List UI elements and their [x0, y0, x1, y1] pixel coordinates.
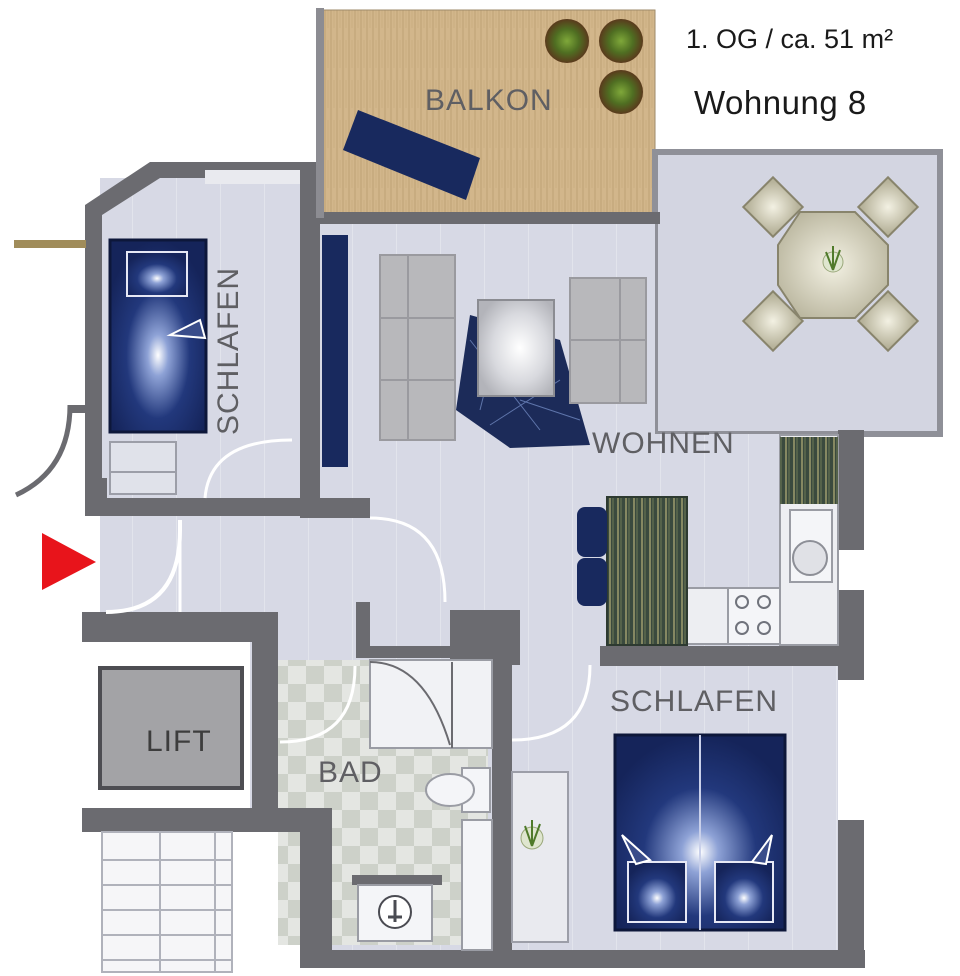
door-swing-schlafen-2: [511, 664, 592, 742]
door-swing-left: [14, 404, 73, 498]
wardrobe-wohnen: [322, 235, 348, 467]
plant-icon: [822, 246, 844, 273]
door-swing-bad: [279, 665, 357, 744]
unit-title: Wohnung 8: [694, 84, 867, 121]
plant-icon: [599, 19, 643, 63]
toilet-icon: [425, 767, 491, 813]
room-label-lift: LIFT: [146, 725, 212, 758]
walls: [82, 162, 865, 968]
lift-shaft: [98, 666, 244, 790]
room-label-bad: BAD: [318, 756, 383, 789]
sofa-left: [379, 254, 456, 441]
chair: [577, 558, 607, 606]
dining-table-kitchen: [606, 496, 688, 646]
floor-area-label: 1. OG / ca. 51 m²: [686, 24, 894, 54]
sofa-right: [569, 277, 647, 404]
room-label-schlafen-large: SCHLAFEN: [610, 685, 779, 718]
chair: [577, 507, 607, 557]
plant-icon: [545, 19, 589, 63]
room-label-wohnen: WOHNEN: [592, 427, 735, 460]
balcony-plants: [545, 19, 643, 114]
drain-icon: [357, 884, 433, 942]
door-swing-schlafen-1: [203, 438, 293, 499]
shower: [369, 659, 493, 749]
plant-icon: [599, 70, 643, 114]
kitchen-counter-low: [685, 587, 729, 645]
entrance-arrow-icon: [42, 533, 96, 590]
balcony-lounger: [343, 110, 480, 200]
wardrobe-schlafen-2: [511, 771, 569, 943]
room-label-schlafen-small-text: SCHLAFEN: [212, 266, 245, 435]
kitchen-shelf: [780, 437, 838, 504]
coffee-table: [477, 299, 555, 397]
staircase: [101, 831, 233, 973]
stove-icon: [727, 587, 781, 645]
bed-schlafen-2: [613, 733, 787, 932]
balcony-deck: [319, 9, 656, 216]
door-swing-wohnen: [369, 516, 447, 603]
bed-schlafen-1: [108, 238, 208, 495]
sink-icon: [789, 509, 833, 583]
plant-icon: [520, 820, 544, 850]
balcony-railing: [316, 8, 324, 218]
dining-set: [741, 175, 920, 353]
room-label-balkon: BALKON: [425, 84, 553, 117]
bath-cabinet: [461, 819, 493, 951]
